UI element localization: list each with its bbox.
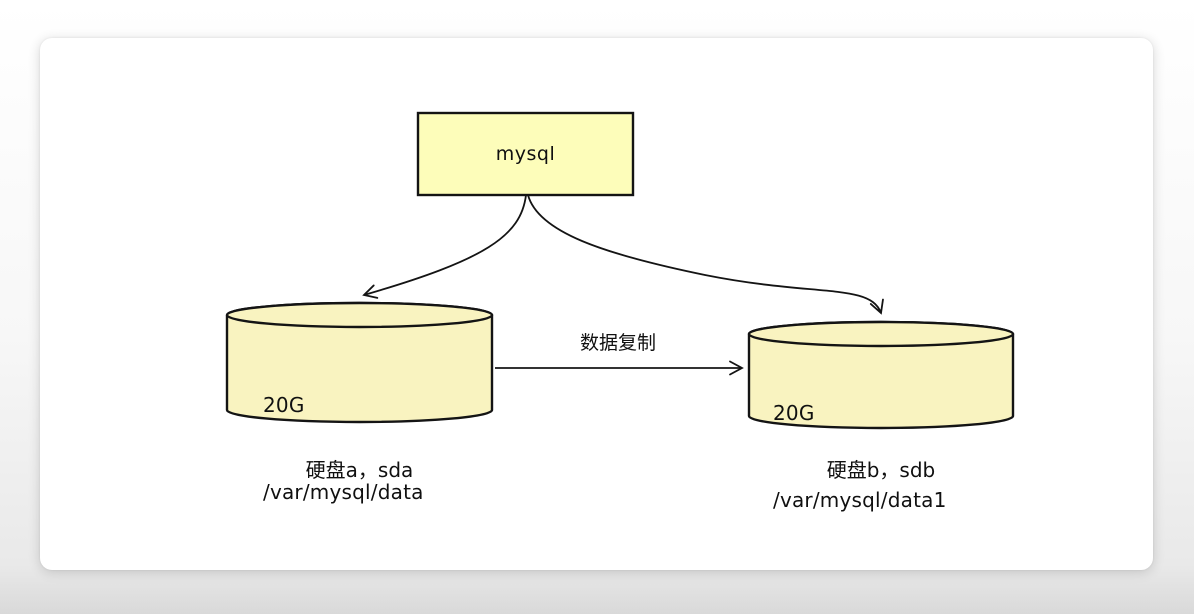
node-mysql-box [416, 111, 635, 197]
node-disk-a-cylinder [225, 301, 494, 424]
edge-mysql-to-disk-b [527, 194, 884, 315]
disk-a-size: 20G [263, 393, 305, 417]
edge-replication-label: 数据复制 [579, 332, 656, 354]
disk-b-size: 20G [773, 401, 815, 425]
node-disk-a-text: 20G /var/mysql/data [263, 333, 424, 565]
diagram-shapes [225, 111, 1015, 430]
node-disk-b-cylinder [747, 320, 1015, 430]
disk-b-path: /var/mysql/data1 [773, 488, 947, 512]
disk-a-caption: 硬盘a，sda [305, 458, 414, 482]
node-disk-b-text: 20G /var/mysql/data1 [773, 341, 947, 573]
disk-a-path: /var/mysql/data [263, 480, 424, 504]
node-mysql-label: mysql [495, 143, 556, 165]
edge-mysql-to-disk-a [362, 194, 527, 299]
disk-b-caption: 硬盘b，sdb [826, 458, 936, 482]
diagram-canvas: mysql 20G /var/mysql/data 20G /var/mysql… [40, 38, 1153, 570]
